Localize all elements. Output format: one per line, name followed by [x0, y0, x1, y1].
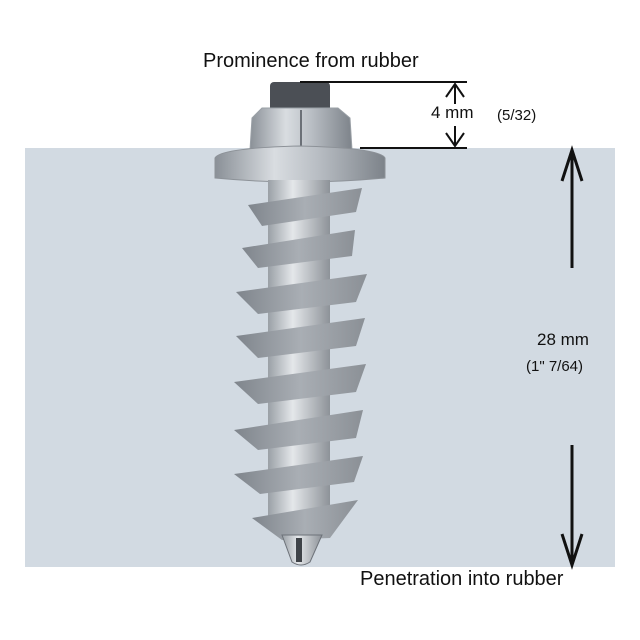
prominence-label: Prominence from rubber — [203, 50, 419, 72]
prominence-dimension — [300, 81, 467, 149]
penetration-value: 28 mm — [537, 330, 589, 349]
threads — [234, 188, 367, 540]
prominence-down-arrow-icon — [445, 126, 465, 148]
prominence-value: 4 mm — [431, 103, 474, 122]
penetration-label: Penetration into rubber — [360, 568, 564, 590]
penetration-fraction: (1" 7/64) — [526, 358, 584, 375]
penetration-dimension — [560, 145, 584, 570]
penetration-down-arrow-icon — [560, 445, 584, 570]
screw — [214, 82, 386, 566]
penetration-up-arrow-icon — [560, 145, 584, 268]
prominence-fraction: (5/32) — [497, 107, 537, 124]
carbide-pin — [270, 82, 330, 112]
flange — [214, 145, 386, 183]
prominence-up-arrow-icon — [445, 82, 465, 104]
